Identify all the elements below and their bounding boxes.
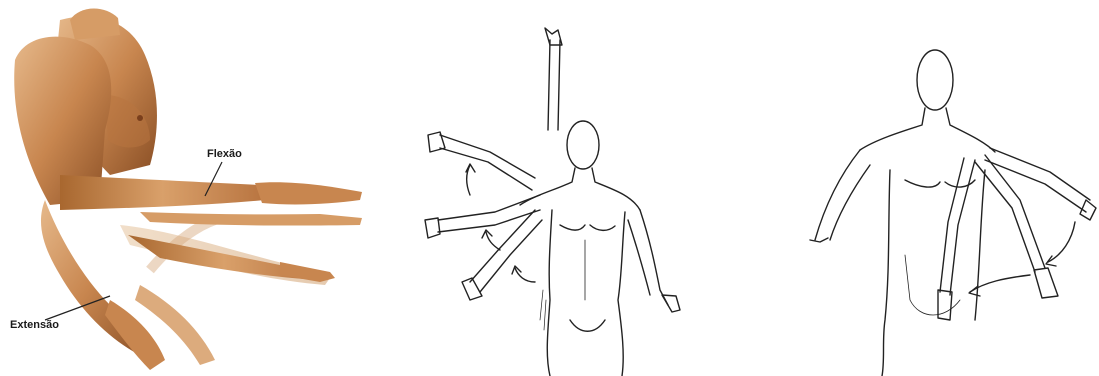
right-arm-outline <box>640 210 668 305</box>
lower-diagonal-arm <box>470 210 542 292</box>
arrow-motion-right-2 <box>970 275 1030 292</box>
left-arm-outline-right <box>815 150 870 240</box>
left-shoulder-right-fig <box>860 108 925 150</box>
diagonal-arm-right <box>975 155 1045 272</box>
second-forearm <box>140 212 362 226</box>
horizontal-arm-right <box>985 148 1090 212</box>
raised-arm-vertical <box>548 40 560 130</box>
diagonal-hand-right <box>1034 268 1058 298</box>
vertical-arm-right <box>940 158 975 295</box>
torso-right-right-fig <box>975 170 985 320</box>
torso-right-outline <box>618 212 625 376</box>
torso-left-right-fig <box>882 170 890 376</box>
arrow-head-1 <box>466 164 475 172</box>
arrow-motion-3 <box>515 268 535 282</box>
raised-arm-upper-diagonal <box>440 135 535 190</box>
chest-lines-right <box>905 180 975 187</box>
horizontal-hand <box>425 218 440 238</box>
raised-hand-upper-diagonal <box>428 132 445 152</box>
lower-diagonal-hand <box>462 278 482 300</box>
right-shoulder-right-fig <box>946 108 995 152</box>
neck-shape <box>70 8 120 40</box>
right-shoulder-line <box>592 168 640 210</box>
torso-shading <box>540 290 546 330</box>
horizontal-arm <box>438 195 540 232</box>
left-hand-right <box>810 238 828 242</box>
horizontal-hand-right <box>1080 200 1096 220</box>
adduction-sketch-panel <box>790 0 1099 376</box>
head-outline-right <box>917 50 953 110</box>
hip-line <box>570 320 605 331</box>
anatomical-arm-panel: Flexão Extensão <box>0 0 380 376</box>
head-outline <box>567 121 599 169</box>
arm-raise-sketch <box>400 0 730 376</box>
nipple-mark <box>137 115 143 121</box>
chest-lines <box>560 225 615 230</box>
flexed-hand <box>255 182 362 204</box>
abduction-sketch-panel <box>400 0 730 376</box>
arrow-motion-2 <box>486 232 500 250</box>
flexed-forearm <box>60 175 265 210</box>
extension-label: Extensão <box>10 319 59 331</box>
torso-left-outline <box>547 210 552 376</box>
flexion-label: Flexão <box>207 148 242 160</box>
arm-lower-sketch <box>790 0 1099 376</box>
